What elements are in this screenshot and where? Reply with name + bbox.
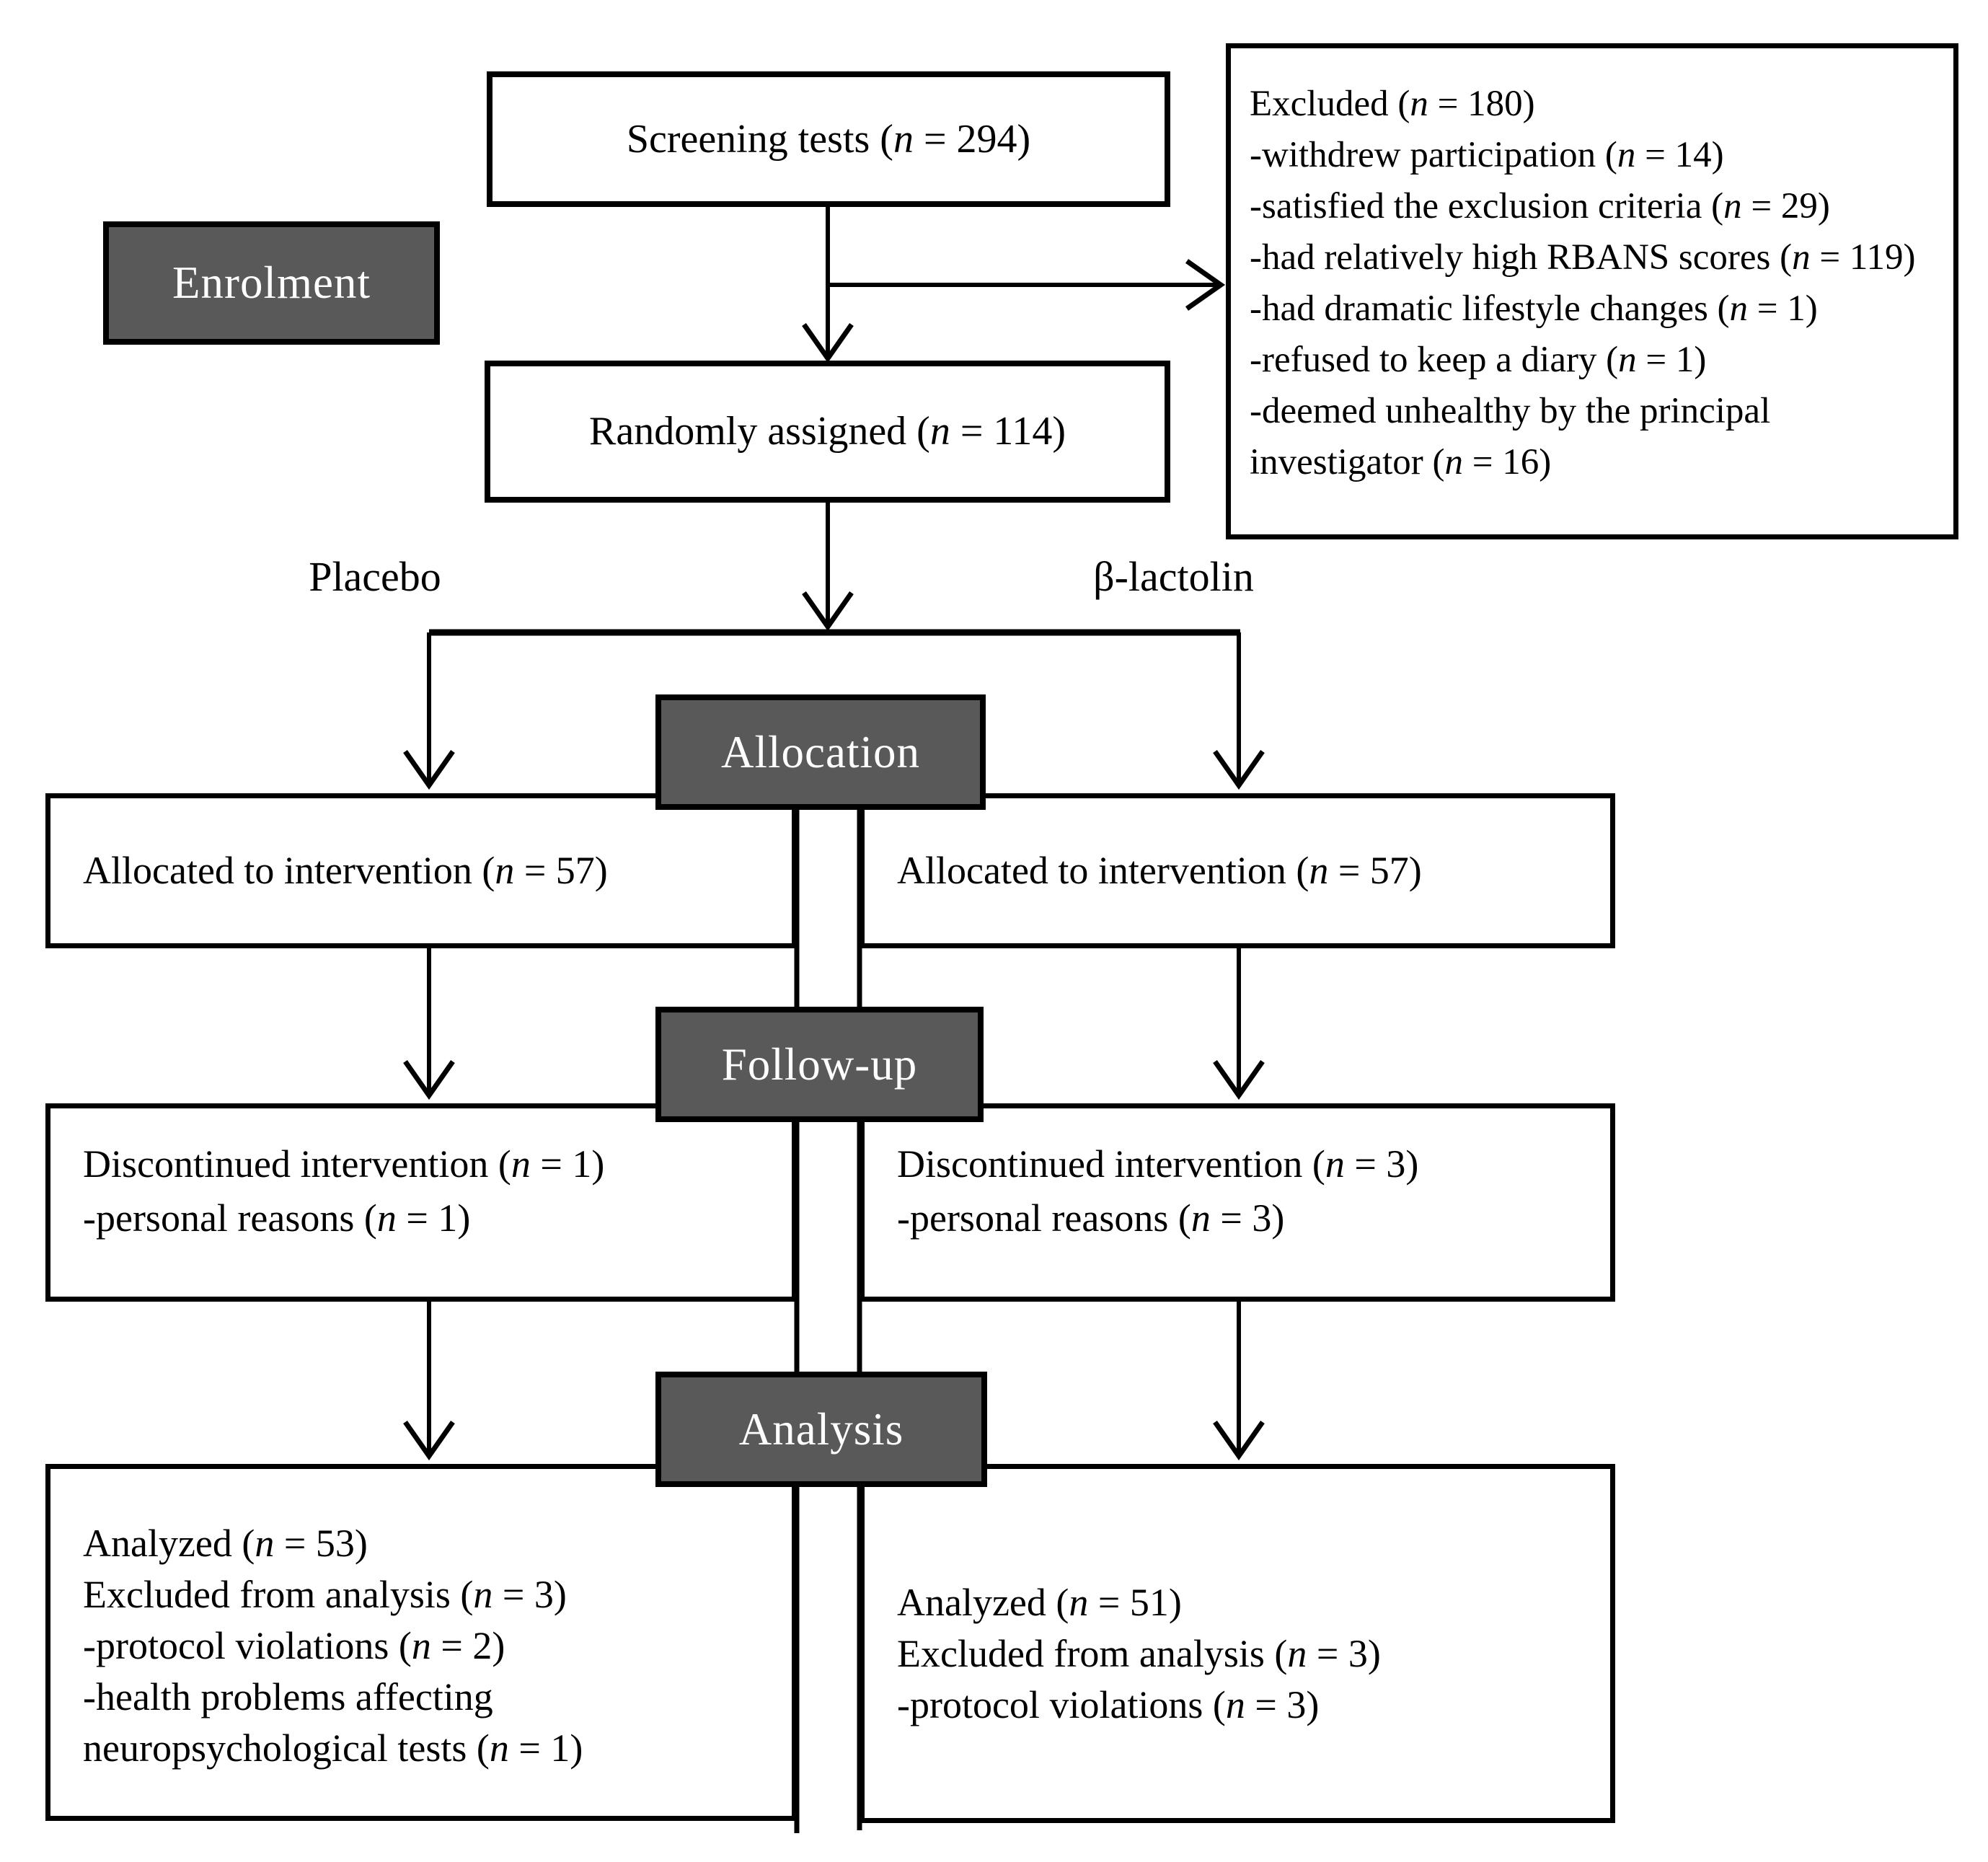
arrow-followup-to-analysis-left-head bbox=[403, 1420, 455, 1461]
followup-right-line: Discontinued intervention (n = 3) bbox=[897, 1142, 1419, 1186]
screening-box: Screening tests (n = 294) bbox=[487, 71, 1170, 207]
allocation-left-box: Allocated to intervention (n = 57) bbox=[45, 793, 797, 948]
arrow-split-to-allocation-right-head bbox=[1213, 749, 1265, 790]
allocation-right-text: Allocated to intervention (n = 57) bbox=[897, 849, 1422, 892]
arrow-to-excluded-head bbox=[1185, 259, 1226, 311]
analysis-left-line: Analyzed (n = 53) bbox=[83, 1522, 368, 1565]
followup-stage-label: Follow-up bbox=[721, 1038, 918, 1090]
analysis-stage-box: Analysis bbox=[655, 1372, 987, 1487]
analysis-left-line: Excluded from analysis (n = 3) bbox=[83, 1573, 567, 1616]
allocation-stage-box: Allocation bbox=[655, 694, 986, 810]
followup-right-line: -personal reasons (n = 3) bbox=[897, 1196, 1285, 1240]
analysis-left-box: Analyzed (n = 53) Excluded from analysis… bbox=[45, 1464, 797, 1821]
followup-right-box: Discontinued intervention (n = 3) -perso… bbox=[860, 1103, 1615, 1302]
arrow-screening-to-randomized-head bbox=[802, 322, 854, 363]
randomized-text: Randomly assigned (n = 114) bbox=[589, 409, 1066, 454]
excluded-box: Excluded (n = 180) -withdrew participati… bbox=[1226, 43, 1958, 539]
allocation-left-text: Allocated to intervention (n = 57) bbox=[83, 849, 608, 892]
allocation-right-box: Allocated to intervention (n = 57) bbox=[860, 793, 1615, 948]
allocation-stage-label: Allocation bbox=[721, 726, 920, 777]
excluded-item: -had dramatic lifestyle changes (n = 1) bbox=[1250, 288, 1818, 329]
followup-stage-box: Follow-up bbox=[655, 1007, 984, 1122]
arrow-allocation-to-followup-right-head bbox=[1213, 1059, 1265, 1100]
arrow-split-to-allocation-left-head bbox=[403, 749, 455, 790]
excluded-item: -withdrew participation (n = 14) bbox=[1250, 135, 1724, 175]
excluded-item: -had relatively high RBANS scores (n = 1… bbox=[1250, 237, 1916, 278]
screening-text: Screening tests (n = 294) bbox=[626, 116, 1031, 162]
analysis-right-line: Analyzed (n = 51) bbox=[897, 1581, 1182, 1624]
arrow-allocation-to-followup-left-head bbox=[403, 1059, 455, 1100]
enrolment-stage-label: Enrolment bbox=[172, 257, 371, 308]
followup-left-line: Discontinued intervention (n = 1) bbox=[83, 1142, 605, 1186]
analysis-stage-label: Analysis bbox=[738, 1403, 904, 1455]
randomized-box: Randomly assigned (n = 114) bbox=[485, 361, 1170, 503]
analysis-right-line: -protocol violations (n = 3) bbox=[897, 1683, 1320, 1726]
placebo-arm-label: Placebo bbox=[309, 553, 441, 600]
excluded-item: -refused to keep a diary (n = 1) bbox=[1250, 340, 1707, 380]
beta-lactolin-arm-label: β-lactolin bbox=[1093, 553, 1254, 600]
followup-left-box: Discontinued intervention (n = 1) -perso… bbox=[45, 1103, 797, 1302]
followup-left-line: -personal reasons (n = 1) bbox=[83, 1196, 471, 1240]
arrow-followup-to-analysis-right-head bbox=[1213, 1420, 1265, 1461]
excluded-title: Excluded (n = 180) bbox=[1250, 84, 1535, 124]
analysis-right-line: Excluded from analysis (n = 3) bbox=[897, 1632, 1381, 1675]
excluded-item: -deemed unhealthy by the principal inves… bbox=[1250, 391, 1771, 482]
analysis-right-box: Analyzed (n = 51) Excluded from analysis… bbox=[860, 1464, 1615, 1823]
analysis-left-line: -health problems affecting neuropsycholo… bbox=[83, 1675, 583, 1770]
enrolment-stage-box: Enrolment bbox=[103, 221, 440, 345]
arrow-randomized-to-split-head bbox=[802, 591, 854, 632]
excluded-item: -satisfied the exclusion criteria (n = 2… bbox=[1250, 186, 1830, 226]
analysis-left-line: -protocol violations (n = 2) bbox=[83, 1624, 505, 1667]
